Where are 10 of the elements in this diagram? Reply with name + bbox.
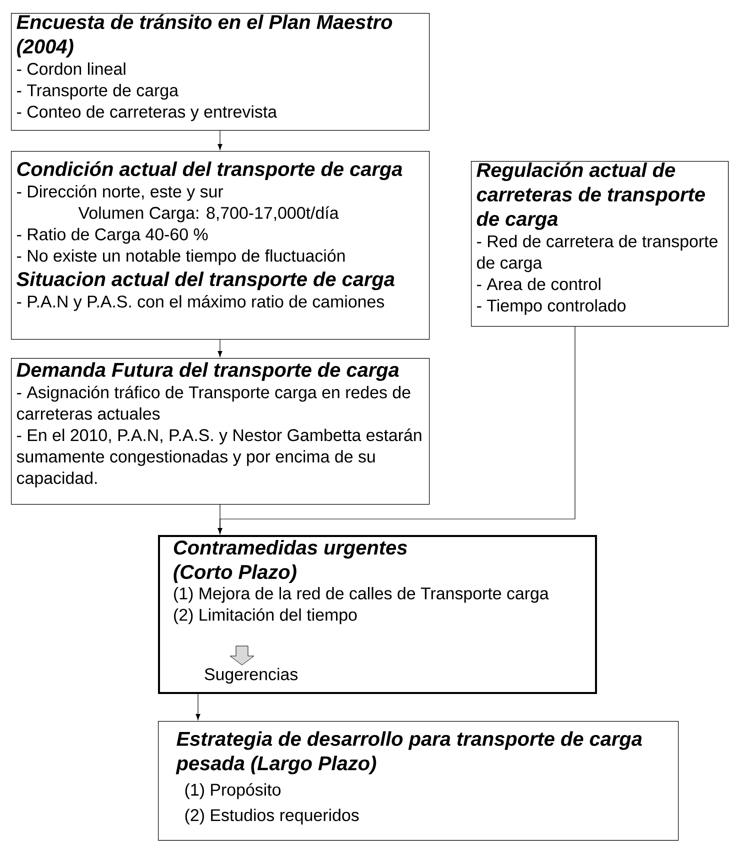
arrow [196, 694, 200, 720]
process-box: Regulación actual de carreteras de transporte de carga - Red de carretera de transporte de carga - Area de control - Tiempo controlado [471, 161, 729, 327]
process-box: Estrategia de desarrollo para transporte de carga pesada (Largo Plazo) (1) Propósito (2) Estudios requeridos [158, 721, 679, 841]
process-box: Encuesta de tránsito en el Plan Maestro (2004) - Cordon lineal - Transporte de carga - Conteo de carreteras y entrevista [11, 13, 430, 131]
arrow [218, 130, 222, 150]
process-box: Demanda Futura del transporte de carga - Asignación tráfico de Transporte carga en redes de carreteras actuales - En el 2010, P.A.N, P.A.S. y Nestor Gambetta estarán sumamente congestionadas y por encima de su capacidad. [11, 358, 430, 505]
arrow [218, 326, 576, 534]
process-box: Condición actual del transporte de carga - Dirección norte, este y sur Volumen Carga: 8,700-17,000t/día - Ratio de Carga 40-60 % - No existe un notable tiempo de fluctuación Situacion actual del transporte de carga - P.A.N y P.A.S. con el máximo ratio de camiones [11, 151, 430, 340]
process-box: Contramedidas urgentes (Corto Plazo) (1) Mejora de la red de calles de Transporte carga (2) Limitación del tiempo Sugerencias [158, 535, 597, 694]
arrow [218, 339, 222, 358]
